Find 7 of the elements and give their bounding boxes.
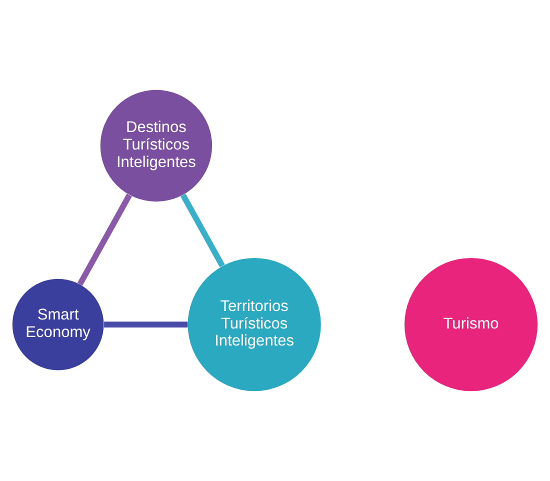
node-circle: Turismo (404, 258, 538, 392)
node-circle: Territorios Turísticos Inteligentes (188, 258, 321, 392)
connector (104, 322, 188, 328)
connector (77, 194, 132, 286)
node-circle: Destinos Turísticos Inteligentes (100, 90, 212, 202)
node-circle: Smart Economy (12, 278, 104, 370)
connector (180, 194, 225, 268)
